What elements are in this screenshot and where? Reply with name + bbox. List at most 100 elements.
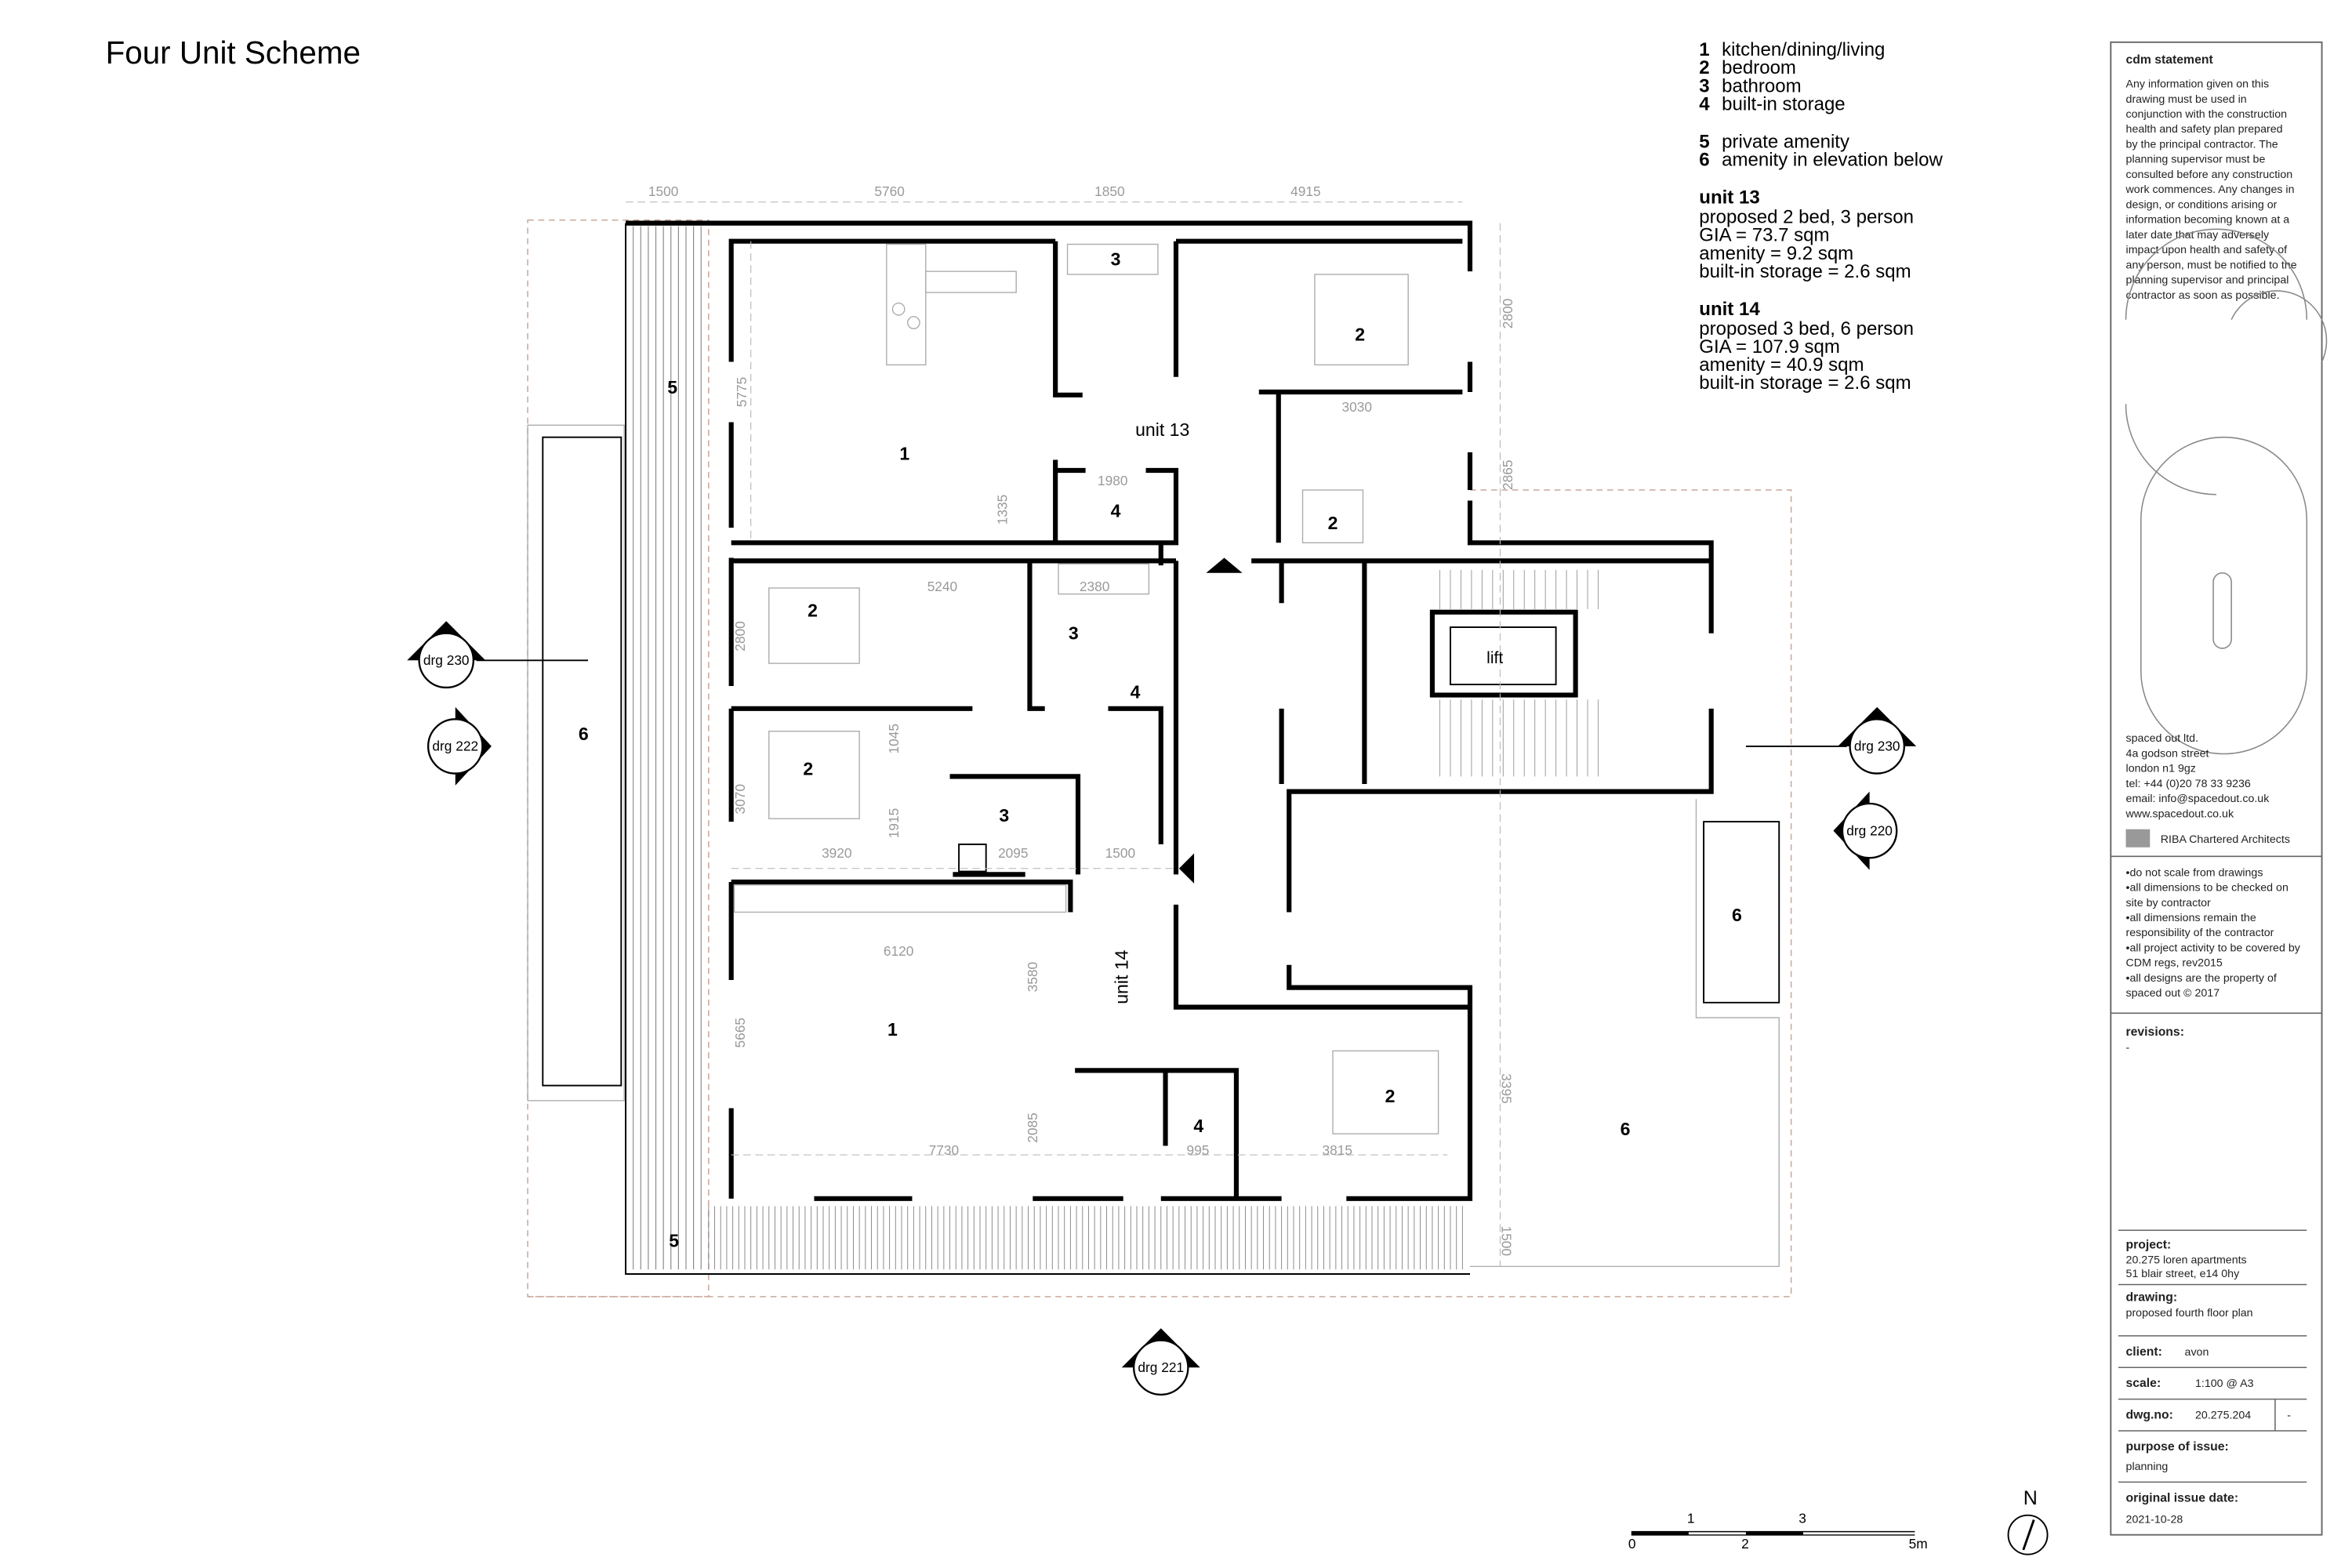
dimension-label: 5775: [734, 377, 750, 407]
scale-label-tb: scale:: [2126, 1377, 2161, 1390]
note-line: site by contractor: [2126, 897, 2212, 909]
note-line: •all dimensions to be checked on: [2126, 882, 2288, 895]
note-line: •all dimensions remain the: [2126, 912, 2256, 924]
page-title: Four Unit Scheme: [106, 34, 361, 71]
note-line: responsibility of the contractor: [2126, 927, 2274, 939]
legend-label: built-in storage: [1722, 93, 1846, 114]
amenity-below-left: [542, 436, 622, 1087]
unit-13-label: unit 13: [1135, 419, 1189, 440]
room-number: 2: [1355, 325, 1365, 345]
dimension-label: 7730: [929, 1142, 959, 1158]
section-marker-label: drg 230: [423, 652, 470, 668]
unit-14-line: amenity = 40.9 sqm: [1699, 354, 1864, 376]
dimension-label: 3030: [1342, 399, 1372, 415]
cdm-line: conjunction with the construction: [2126, 108, 2287, 121]
section-marker: drg 222: [427, 706, 492, 786]
north-circle-icon: [2007, 1514, 2049, 1555]
cdm-line: any person, must be notified to the: [2126, 259, 2297, 271]
unit-13-heading: unit 13: [1699, 187, 1759, 209]
room-number: 5: [667, 377, 677, 397]
dimension-label: 2865: [1500, 460, 1515, 490]
dimension-label: 4915: [1290, 183, 1320, 199]
entrance-arrow-icon: [1178, 853, 1195, 884]
terrace-decking: [633, 226, 1463, 1270]
client-value: avon: [2185, 1346, 2209, 1359]
dimension-label: 3580: [1025, 962, 1040, 992]
room-number: 2: [1328, 513, 1338, 533]
section-marker-label: drg 222: [432, 739, 478, 754]
shower-tray-icon: [958, 843, 987, 873]
cdm-line: later date that may adversely: [2126, 229, 2270, 241]
section-marker-label: drg 221: [1138, 1359, 1184, 1375]
section-circle-icon: [1841, 802, 1898, 859]
bathtub-icon: [1066, 243, 1159, 275]
legend-label: amenity in elevation below: [1722, 150, 1943, 171]
north-needle-icon: [2022, 1519, 2035, 1551]
title-block: cdm statement Any information given on t…: [2110, 41, 2328, 1536]
dimension-label: 2085: [1025, 1112, 1040, 1142]
note-line: •do not scale from drawings: [2126, 866, 2263, 879]
room-number: 3: [999, 805, 1009, 826]
dimension-label: 1335: [995, 495, 1011, 524]
legend-label: bathroom: [1722, 75, 1801, 96]
dimension-label: 1045: [886, 724, 902, 753]
terrace-right-outline: [1470, 799, 1780, 1268]
drawing-value: proposed fourth floor plan: [2126, 1307, 2253, 1319]
issue-date-label: original issue date:: [2126, 1491, 2239, 1504]
project-line: 51 blair street, e14 0hy: [2126, 1268, 2241, 1280]
legend-number: 5: [1699, 131, 1709, 152]
legend-number: 6: [1699, 150, 1709, 171]
client-label: client:: [2126, 1345, 2162, 1359]
cdm-line: design, or conditions arising or: [2126, 198, 2278, 211]
north-arrow: N: [2007, 1487, 2049, 1555]
dimension-label: 2800: [732, 621, 748, 651]
dimension-label: 6120: [884, 943, 913, 959]
unit-13-summary: unit 13 proposed 2 bed, 3 person GIA = 7…: [1699, 187, 1914, 282]
room-number: 4: [1111, 501, 1121, 521]
cdm-line: work commences. Any changes in: [2125, 183, 2295, 196]
room-number: 4: [1131, 681, 1141, 702]
furniture: [733, 243, 1439, 1134]
dimension-label: 3815: [1323, 1142, 1352, 1158]
scale-value: 1:100 @ A3: [2195, 1377, 2254, 1390]
room-number: 3: [1069, 622, 1079, 643]
practice-logo: [2125, 228, 2328, 755]
issue-date-value: 2021-10-28: [2126, 1513, 2183, 1526]
cdm-line: Any information given on this: [2126, 78, 2270, 91]
logo-arc: [2125, 228, 2328, 495]
room-number: 2: [1385, 1086, 1396, 1106]
legend-label: kitchen/dining/living: [1722, 39, 1885, 60]
lift-shaft: [1429, 609, 1578, 698]
address-line: tel: +44 (0)20 78 33 9236: [2126, 778, 2251, 790]
section-marker: drg 221: [1121, 1328, 1200, 1396]
bathtub-icon: [1058, 563, 1150, 595]
scale-bar: 0 1 2 3 5m: [1628, 1510, 1928, 1552]
address-line: london n1 9gz: [2126, 763, 2196, 775]
address-line: email: info@spacedout.co.uk: [2126, 793, 2270, 805]
scale-label: 2: [1741, 1536, 1749, 1552]
room-number: 2: [808, 601, 818, 621]
address-line: 4a godson street: [2126, 747, 2209, 760]
north-label: N: [2024, 1487, 2038, 1509]
dimension-label: 1980: [1098, 473, 1127, 488]
project-label: project:: [2126, 1238, 2172, 1251]
unit-13-line: proposed 2 bed, 3 person: [1699, 207, 1914, 228]
section-circle-icon: [1133, 1339, 1189, 1396]
unit-13-line: built-in storage = 2.6 sqm: [1699, 261, 1911, 282]
project-line: 20.275 loren apartments: [2126, 1254, 2247, 1267]
scale-label: 3: [1798, 1510, 1806, 1526]
riba-label: RIBA Chartered Architects: [2161, 833, 2290, 846]
room-number: 6: [1621, 1119, 1631, 1139]
cdm-line: health and safety plan prepared: [2126, 123, 2283, 136]
dimension-lines: [626, 201, 1501, 1267]
dimension-label: 5665: [732, 1018, 748, 1047]
unit-14-label: unit 14: [1111, 949, 1131, 1004]
lift-label: lift: [1486, 649, 1503, 667]
dimension-label: 5760: [874, 183, 904, 199]
room-number: 5: [669, 1230, 679, 1250]
section-circle-icon: [418, 632, 474, 689]
stairs: [1439, 569, 1599, 777]
unit-14-summary: unit 14 proposed 3 bed, 6 person GIA = 1…: [1699, 299, 1914, 394]
address-line: www.spacedout.co.uk: [2125, 808, 2234, 820]
